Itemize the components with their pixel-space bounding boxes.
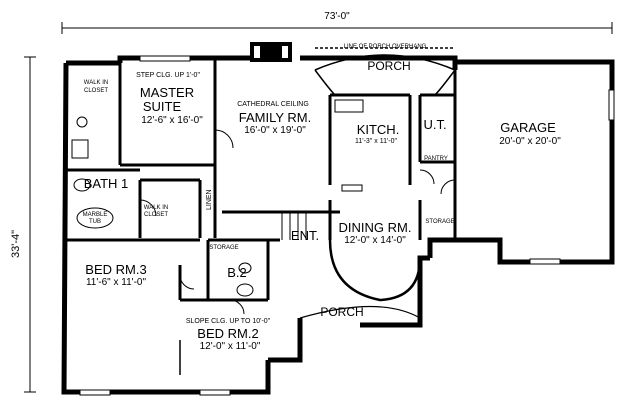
garage-label: GARAGE bbox=[500, 120, 556, 135]
bath-1-label: BATH 1 bbox=[83, 176, 129, 191]
storage-label: STORAGE bbox=[425, 219, 455, 225]
doors bbox=[139, 129, 456, 375]
fixtures bbox=[71, 99, 364, 297]
storage-hall-label: STORAGE bbox=[209, 245, 239, 251]
chimney bbox=[250, 42, 292, 62]
bed-room-2-size: 12'-0" x 11'-0" bbox=[199, 341, 261, 352]
interior-walls bbox=[66, 58, 457, 302]
master-ceiling-note: STEP CLG. UP 1'-0" bbox=[136, 72, 200, 79]
family-room-label: FAMILY RM. bbox=[238, 110, 312, 125]
garage-size: 20'-0" x 20'-0" bbox=[499, 136, 561, 147]
marble-tub-line1: MARBLE bbox=[82, 212, 108, 218]
bed2-ceiling-note: SLOPE CLG. UP TO 10'-0" bbox=[185, 318, 271, 325]
walk-in-closet-2-line1: WALK IN bbox=[143, 205, 169, 211]
porch-overhang-note: LINE OF PORCH OVERHANG bbox=[343, 44, 427, 50]
entry-stairs bbox=[281, 212, 307, 240]
dining-bay bbox=[299, 239, 422, 319]
master-suite-label-line1: MASTER bbox=[139, 85, 195, 100]
family-room-size: 16'-0" x 19'-0" bbox=[244, 125, 306, 136]
bed-room-2-label: BED RM.2 bbox=[197, 326, 259, 341]
overall-width-dimension: 73'-0" bbox=[324, 11, 350, 22]
kitchen-size: 11'-3" x 11'-0" bbox=[354, 138, 398, 145]
bed-room-3-size: 11'-6" x 11'-0" bbox=[85, 277, 147, 288]
porch-front-label: PORCH bbox=[320, 305, 364, 319]
dining-room-label: DINING RM. bbox=[338, 220, 412, 235]
walk-in-closet-2-line2: CLOSET bbox=[143, 212, 169, 218]
bath-2-label: B.2 bbox=[227, 265, 247, 280]
bed-room-3-label: BED RM.3 bbox=[85, 262, 147, 277]
utility-label: U.T. bbox=[423, 117, 447, 132]
dining-room-size: 12'-0" x 14'-0" bbox=[344, 235, 406, 246]
marble-tub-line2: TUB bbox=[89, 219, 101, 225]
master-suite-label-line2: SUITE bbox=[142, 99, 182, 114]
porch-rear-label: PORCH bbox=[367, 59, 411, 73]
windows bbox=[79, 55, 615, 396]
overall-dimension-lines bbox=[24, 22, 613, 393]
master-suite-size: 12'-6" x 16'-0" bbox=[141, 115, 203, 126]
walk-in-closet-1-line2: CLOSET bbox=[83, 88, 109, 94]
overall-depth-dimension: 33'-4" bbox=[10, 229, 22, 258]
walk-in-closet-1-line1: WALK IN bbox=[83, 80, 109, 86]
linen-label: LINEN bbox=[206, 189, 213, 210]
family-ceiling-note: CATHEDRAL CEILING bbox=[237, 101, 309, 108]
rear-porch-outline bbox=[314, 47, 456, 96]
kitchen-label: KITCH. bbox=[356, 122, 400, 137]
pantry-label: PANTRY bbox=[424, 156, 448, 162]
entry-label: ENT. bbox=[290, 228, 320, 243]
